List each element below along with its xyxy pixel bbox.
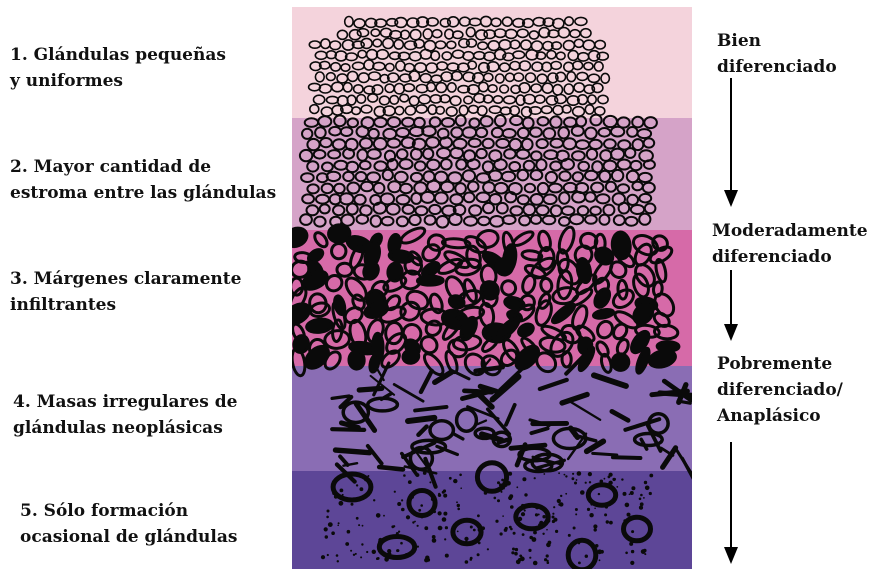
arrow-1 xyxy=(724,78,738,207)
arrow-2 xyxy=(724,270,738,341)
feature-5-line-2: ocasional de glándulas xyxy=(20,527,238,547)
band-4 xyxy=(292,366,692,471)
grade-label-poor: Pobremente diferenciado/ Anaplásico xyxy=(717,351,843,429)
feature-label-2: 2. Mayor cantidad de estroma entre las g… xyxy=(10,154,276,206)
grade-3-line-1: Pobremente xyxy=(717,354,833,374)
feature-1-line-1: 1. Glándulas pequeñas xyxy=(10,45,226,65)
grade-1-line-2: diferenciado xyxy=(717,57,837,77)
feature-3-line-1: 3. Márgenes claramente xyxy=(10,269,242,289)
grade-3-line-2: diferenciado/ xyxy=(717,380,843,400)
arrow-3 xyxy=(724,442,738,564)
feature-1-line-2: y uniformes xyxy=(10,71,123,91)
histology-illustration xyxy=(292,7,692,569)
feature-2-line-1: 2. Mayor cantidad de xyxy=(10,157,212,177)
feature-label-1: 1. Glándulas pequeñas y uniformes xyxy=(10,42,226,94)
feature-label-5: 5. Sólo formación ocasional de glándulas xyxy=(20,498,237,550)
feature-4-line-2: glándulas neoplásicas xyxy=(13,418,223,438)
arrows xyxy=(724,78,738,564)
feature-5-line-1: 5. Sólo formación xyxy=(20,501,189,521)
feature-label-3: 3. Márgenes claramente infiltrantes xyxy=(10,266,241,318)
grade-2-line-2: diferenciado xyxy=(712,247,832,267)
gland-drawing xyxy=(292,15,692,569)
grade-3-line-3: Anaplásico xyxy=(717,406,821,426)
grade-1-line-1: Bien xyxy=(717,31,762,51)
grade-label-moderate: Moderadamente diferenciado xyxy=(712,218,868,270)
feature-label-4: 4. Masas irregulares de glándulas neoplá… xyxy=(13,389,237,441)
grade-label-well: Bien diferenciado xyxy=(717,28,837,80)
feature-2-line-2: estroma entre las glándulas xyxy=(10,183,277,203)
feature-4-line-1: 4. Masas irregulares de xyxy=(13,392,238,412)
grade-2-line-1: Moderadamente xyxy=(712,221,868,241)
feature-3-line-2: infiltrantes xyxy=(10,295,117,315)
